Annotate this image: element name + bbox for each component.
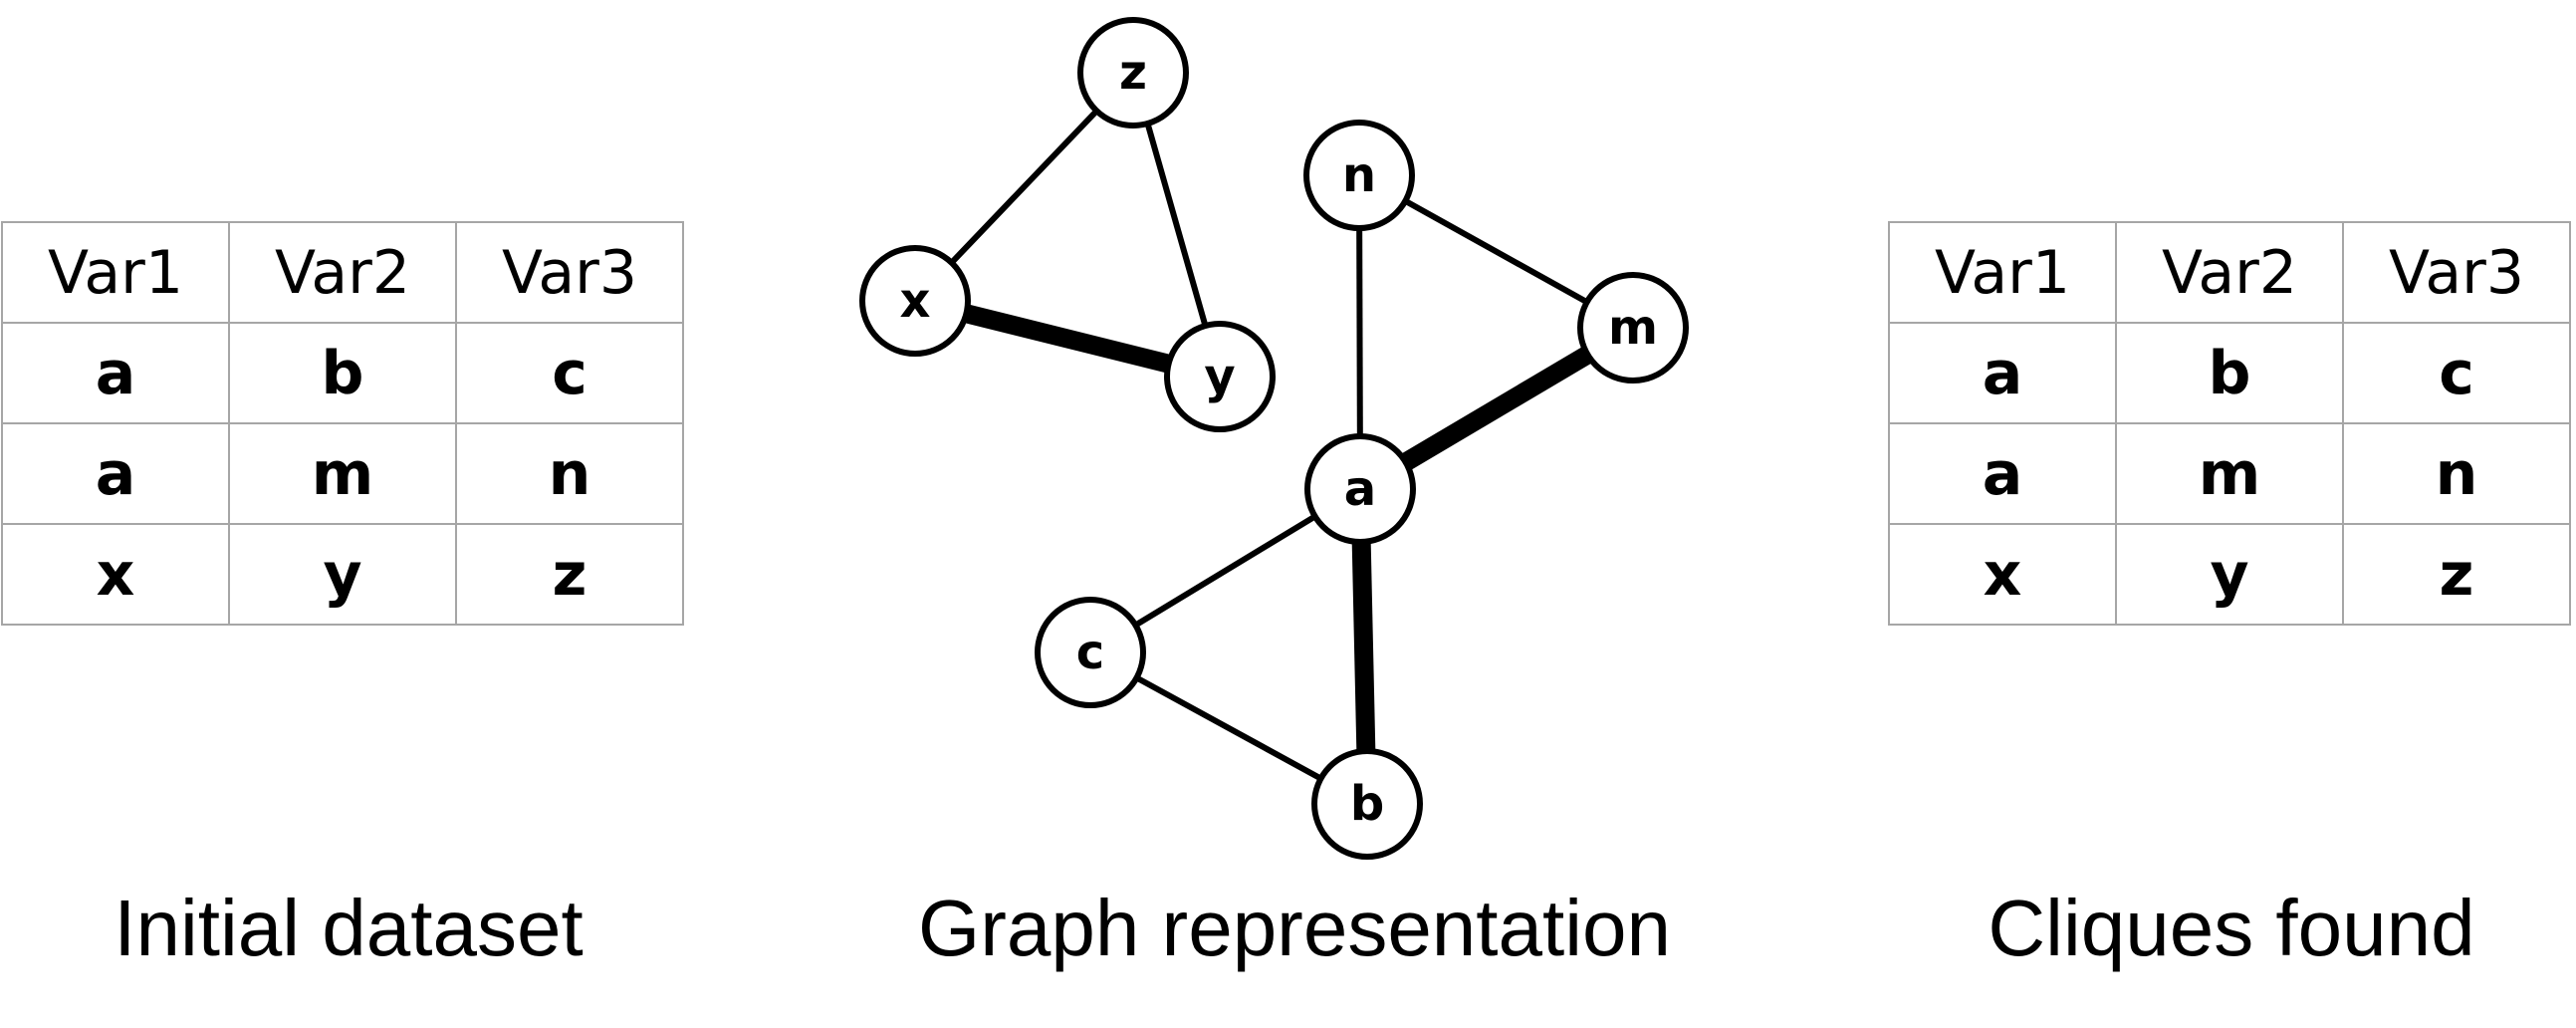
cliques-found-table: Var1 Var2 Var3 a b c a m n x y z: [1888, 221, 2571, 626]
table-cell: x: [1888, 523, 2117, 626]
graph-node-circle: [1577, 272, 1689, 384]
graph-node-label: n: [1342, 147, 1376, 203]
table-cell: y: [2115, 523, 2344, 626]
graph-nodes: z x y n m a c b: [859, 17, 1689, 860]
column-header: Var3: [2342, 221, 2571, 324]
graph-node-circle: [1035, 597, 1146, 708]
graph-node-m: m: [1577, 272, 1689, 384]
table-cell: n: [2342, 422, 2571, 525]
table-row: a m n: [1, 422, 684, 525]
graph-node-a: a: [1304, 433, 1416, 545]
table-cell: m: [2115, 422, 2344, 525]
table-cell: a: [1, 422, 230, 525]
graph-node-label: c: [1076, 625, 1104, 680]
table-row: x y z: [1888, 523, 2571, 626]
graph-node-label: m: [1608, 300, 1658, 356]
table-row: x y z: [1, 523, 684, 626]
graph-node-circle: [1077, 17, 1189, 128]
table-cell: a: [1, 322, 230, 424]
graph-node-n: n: [1303, 120, 1415, 231]
column-header: Var2: [2115, 221, 2344, 324]
graph-node-circle: [1304, 433, 1416, 545]
graph-node-label: a: [1344, 461, 1376, 517]
table-header-row: Var1 Var2 Var3: [1888, 221, 2571, 324]
table-cell: n: [455, 422, 684, 525]
graph-representation-caption: Graph representation: [917, 884, 1671, 972]
table-cell: a: [1888, 322, 2117, 424]
initial-dataset-caption: Initial dataset: [114, 884, 584, 972]
graph-node-z: z: [1077, 17, 1189, 128]
graph-edges: [912, 70, 1638, 807]
table-cell: x: [1, 523, 230, 626]
graph-node-circle: [1311, 748, 1423, 860]
table-row: a m n: [1888, 422, 2571, 525]
graph-node-label: z: [1119, 45, 1147, 101]
table-cell: a: [1888, 422, 2117, 525]
table-cell: b: [2115, 322, 2344, 424]
graph-node-circle: [1164, 321, 1276, 432]
table-cell: y: [228, 523, 457, 626]
table-header-row: Var1 Var2 Var3: [1, 221, 684, 324]
cliques-found-caption: Cliques found: [1988, 884, 2475, 972]
table-cell: b: [228, 322, 457, 424]
table-cell: c: [2342, 322, 2571, 424]
column-header: Var1: [1, 221, 230, 324]
table-cell: z: [2342, 523, 2571, 626]
graph-node-circle: [859, 245, 971, 357]
graph-node-c: c: [1035, 597, 1146, 708]
table-row: a b c: [1, 322, 684, 424]
column-header: Var2: [228, 221, 457, 324]
initial-dataset-table: Var1 Var2 Var3 a b c a m n x y z: [1, 221, 684, 626]
graph-node-label: y: [1204, 349, 1235, 404]
graph-node-label: x: [900, 273, 931, 329]
graph-node-b: b: [1311, 748, 1423, 860]
table-cell: z: [455, 523, 684, 626]
graph-node-label: b: [1350, 776, 1384, 832]
graph-node-x: x: [859, 245, 971, 357]
column-header: Var3: [455, 221, 684, 324]
table-cell: m: [228, 422, 457, 525]
table-cell: c: [455, 322, 684, 424]
table-row: a b c: [1888, 322, 2571, 424]
column-header: Var1: [1888, 221, 2117, 324]
graph-node-y: y: [1164, 321, 1276, 432]
graph-node-circle: [1303, 120, 1415, 231]
